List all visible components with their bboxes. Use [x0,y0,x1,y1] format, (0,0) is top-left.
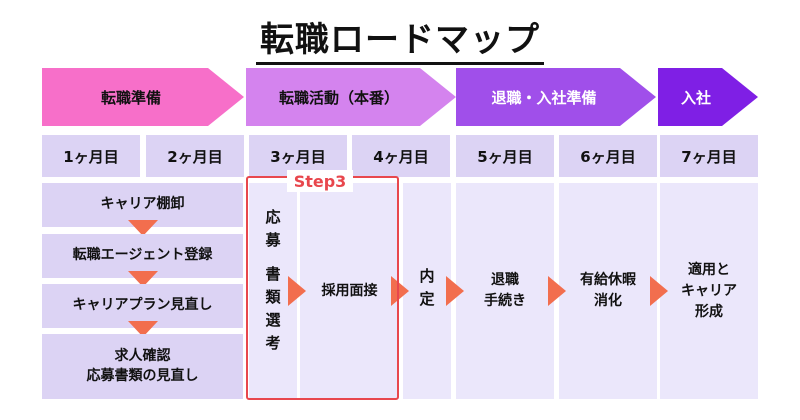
phase-activity-label: 転職活動（本番） [278,88,399,107]
step3-label: Step3 [287,170,353,192]
page-title-text: 転職ロードマップ [256,20,544,65]
step-job-check: 求人確認 応募書類の見直し [42,334,243,399]
phase-prep-label: 転職準備 [100,88,161,107]
step-job-check-label: 求人確認 応募書類の見直し [86,347,199,384]
month-6: 6ヶ月目 [559,135,657,177]
right-arrow-4 [548,276,566,306]
interview-text: 採用面接 [300,276,399,306]
step3-highlight-box [246,176,399,400]
right-arrow-5 [650,276,668,306]
month-4-label: 4ヶ月目 [373,147,429,166]
right-arrow-3 [446,276,464,306]
join-text: 適用と キャリア 形成 [660,252,758,330]
phase-activity: 転職活動（本番） [246,68,456,126]
step3-label-text: Step3 [293,171,347,191]
phase-prep: 転職準備 [42,68,244,126]
leave-label: 有給休暇 消化 [580,272,636,309]
retire-label: 退職 手続き [484,272,526,309]
step-agent-registration: 転職エージェント登録 [42,234,243,278]
apply-char-2: 募 [265,231,281,250]
phase-join: 入社 [658,68,758,126]
apply-char-3: 書 [265,264,281,283]
month-7: 7ヶ月目 [660,135,758,177]
page-title: 転職ロードマップ [0,12,800,65]
apply-char-6: 考 [265,334,281,353]
step-agent-registration-label: 転職エージェント登録 [72,247,213,264]
phase-retire: 退職・入社準備 [456,68,656,126]
col-interview [300,183,399,399]
month-3-label: 3ヶ月目 [270,147,326,166]
offer-vertical-text: 内 定 [414,265,440,312]
join-label: 適用と キャリア 形成 [681,261,737,320]
offer-char-2: 定 [419,290,435,309]
month-2-label: 2ヶ月目 [167,147,223,166]
offer-char-1: 内 [419,267,435,285]
retire-text: 退職 手続き [456,264,554,318]
col-retire [456,183,554,399]
month-7-label: 7ヶ月目 [681,147,737,166]
col-offer [403,183,451,399]
down-arrow-1 [128,220,158,236]
down-arrow-3 [128,321,158,337]
month-1-label: 1ヶ月目 [63,147,119,166]
step-career-inventory: キャリア棚卸 [42,183,243,227]
apply-char-4: 類 [265,287,281,306]
leave-text: 有給休暇 消化 [559,264,657,318]
phase-retire-label: 退職・入社準備 [491,88,597,107]
phase-join-label: 入社 [680,88,711,107]
col-leave [559,183,657,399]
apply-char-5: 選 [265,311,281,329]
step-career-plan-review-label: キャリアプラン見直し [72,297,213,314]
step-career-plan-review: キャリアプラン見直し [42,284,243,328]
month-5: 5ヶ月目 [456,135,554,177]
month-1: 1ヶ月目 [42,135,140,177]
apply-char-1: 応 [265,208,281,226]
col-join [660,183,758,399]
interview-label: 採用面接 [321,282,378,299]
right-arrow-2 [391,276,409,306]
month-2: 2ヶ月目 [146,135,244,177]
month-4: 4ヶ月目 [352,135,450,177]
month-5-label: 5ヶ月目 [477,147,533,166]
month-6-label: 6ヶ月目 [580,147,636,166]
step-career-inventory-label: キャリア棚卸 [100,196,185,213]
right-arrow-1 [288,276,306,306]
down-arrow-2 [128,271,158,287]
apply-vertical-text: 応 募 書 類 選 考 [260,206,286,356]
